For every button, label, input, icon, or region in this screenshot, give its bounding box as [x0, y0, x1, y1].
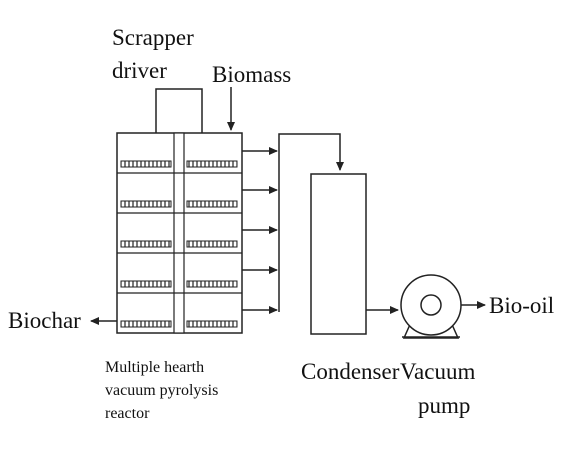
condenser-vessel — [310, 173, 367, 335]
biochar-label: Biochar — [8, 308, 81, 333]
vacuum-pump-label-line1: Vacuum — [400, 359, 475, 384]
vapor-collector-pipe — [278, 133, 344, 312]
reactor-label-line3: reactor — [105, 405, 150, 422]
scrapper-driver-box — [155, 88, 203, 135]
hearth-racks — [120, 160, 238, 328]
reactor-label-line2: vacuum pyrolysis — [105, 382, 218, 399]
biomass-label: Biomass — [212, 62, 291, 87]
vacuum-pump — [400, 274, 462, 339]
reactor-outlet-arrows — [242, 147, 278, 314]
scrapper-driver-label-line1: Scrapper — [112, 25, 194, 50]
condenser-label: Condenser — [301, 359, 400, 384]
reactor-vessel — [116, 132, 243, 334]
bio-oil-label: Bio-oil — [489, 293, 554, 318]
vacuum-pump-label-line2: pump — [418, 393, 470, 418]
reactor-label-line1: Multiple hearth — [105, 359, 204, 376]
scrapper-driver-label-line2: driver — [112, 58, 167, 83]
